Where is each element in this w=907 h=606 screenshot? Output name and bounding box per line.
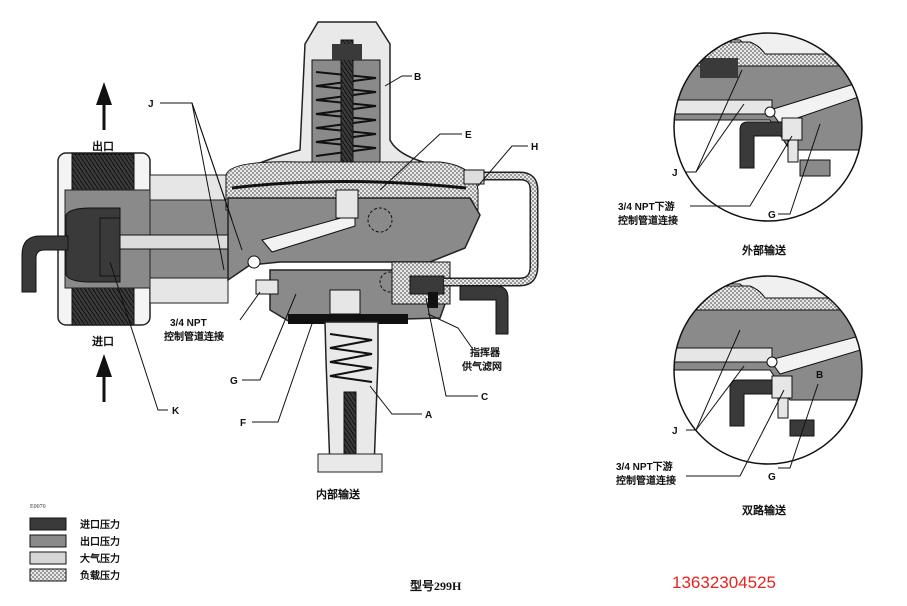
legend-code: E0070 <box>30 504 46 510</box>
ext-npt-line2: 控制管道连接 <box>618 214 678 227</box>
inlet-label: 进口 <box>92 334 114 348</box>
pilot-label-line1: 指挥器 <box>470 346 501 359</box>
main-regulator: 出口 进口 J K B E H G F A C 3/4 NPT 控制管道连接 指… <box>21 21 539 501</box>
label-f: F <box>240 418 246 429</box>
lower-casing <box>255 169 539 335</box>
npt-label-line1: 3/4 NPT <box>170 318 207 329</box>
label-e: E <box>465 130 472 141</box>
diaphragm-casing <box>227 180 481 282</box>
dual-detail: J G B 3/4 NPT下游 控制管道连接 双路输送 <box>616 275 863 517</box>
leader-lines <box>109 75 528 423</box>
dual-npt-line1: 3/4 NPT下游 <box>616 460 673 473</box>
label-a: A <box>425 410 432 421</box>
label-h: H <box>531 142 538 153</box>
label-k: K <box>172 406 180 417</box>
legend-swatch-atmospheric <box>29 551 67 565</box>
lower-spring <box>329 333 373 383</box>
legend-swatch-outlet <box>29 534 67 548</box>
ext-caption: 外部输送 <box>741 243 787 257</box>
legend-label-atmospheric: 大气压力 <box>80 552 120 565</box>
label-g: G <box>230 376 238 387</box>
outlet-label: 出口 <box>92 139 114 153</box>
legend-label-loading: 负载压力 <box>80 569 120 582</box>
outlet-arrow-icon <box>96 82 112 130</box>
legend-swatch-loading <box>29 568 67 582</box>
label-b: B <box>414 72 421 83</box>
ext-label-j: J <box>672 168 678 179</box>
inlet-arrow-icon <box>96 354 112 402</box>
valve-body <box>21 152 263 326</box>
upper-spring <box>315 71 377 157</box>
phone-number: 13632304525 <box>672 573 776 592</box>
lower-spring-housing <box>317 321 383 473</box>
dual-caption: 双路输送 <box>742 503 787 517</box>
internal-caption: 内部输送 <box>316 487 361 501</box>
legend-label-inlet: 进口压力 <box>80 518 120 531</box>
dual-label-b: B <box>816 370 823 381</box>
dual-label-j: J <box>672 426 678 437</box>
dual-npt-line2: 控制管道连接 <box>616 474 676 487</box>
npt-label-line2: 控制管道连接 <box>164 330 224 343</box>
legend: E0070 进口压力 出口压力 大气压力 负载压力 <box>29 504 120 582</box>
label-j: J <box>148 99 154 110</box>
external-detail: J G 3/4 NPT下游 控制管道连接 外部输送 <box>618 32 863 257</box>
label-c: C <box>481 392 488 403</box>
model-title: 型号299H <box>410 578 462 593</box>
pilot-label-line2: 供气滤网 <box>461 360 502 373</box>
ext-label-g: G <box>768 210 776 221</box>
dual-label-g: G <box>768 472 776 483</box>
legend-label-outlet: 出口压力 <box>80 535 120 548</box>
legend-swatch-inlet <box>29 517 67 531</box>
ext-npt-line1: 3/4 NPT下游 <box>618 200 675 213</box>
